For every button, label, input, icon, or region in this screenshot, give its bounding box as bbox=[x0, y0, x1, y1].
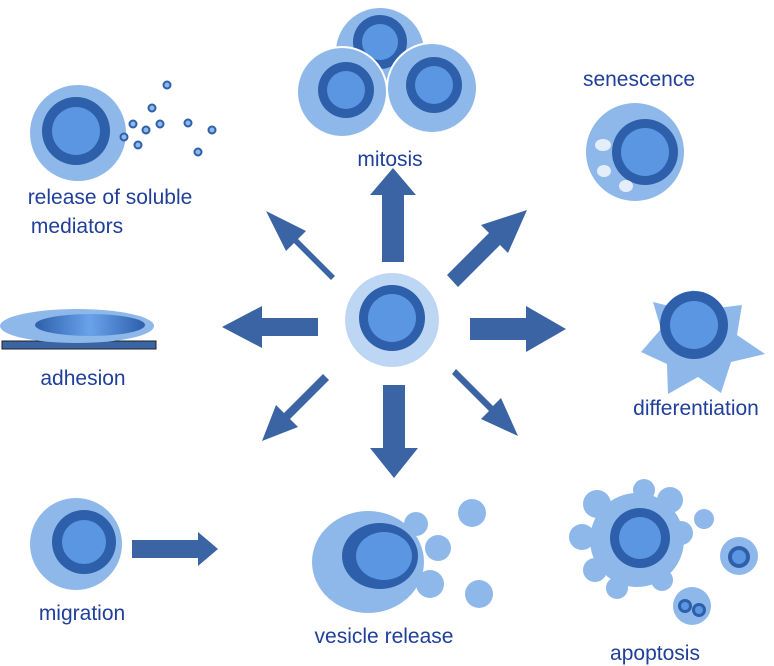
arrow-left bbox=[222, 306, 318, 348]
label-release-line2: mediators bbox=[31, 215, 123, 238]
label-vesicle-release: vesicle release bbox=[315, 625, 454, 648]
vacuole-icon bbox=[597, 165, 611, 177]
arrow-up bbox=[370, 168, 416, 262]
arrow-right bbox=[470, 306, 566, 352]
vesicles bbox=[458, 499, 493, 608]
label-release-line1: release of soluble bbox=[28, 186, 193, 209]
senescence-cell bbox=[586, 103, 684, 201]
vesicle-release-cell bbox=[312, 511, 451, 613]
apoptotic-bodies bbox=[673, 509, 758, 625]
migration-cell bbox=[30, 498, 122, 590]
arrow-migration bbox=[132, 532, 218, 566]
arrow-down-left bbox=[262, 374, 329, 441]
label-mitosis: mitosis bbox=[357, 148, 422, 171]
release-cell bbox=[30, 85, 126, 181]
arrow-down bbox=[370, 385, 418, 478]
differentiation-cell bbox=[641, 290, 765, 394]
mitosis-cells bbox=[296, 6, 478, 138]
label-apoptosis: apoptosis bbox=[610, 642, 700, 665]
vacuole-icon bbox=[619, 180, 633, 192]
soluble-mediator-dots bbox=[119, 80, 217, 157]
label-migration: migration bbox=[39, 602, 125, 625]
apoptosis-cell bbox=[569, 479, 693, 599]
label-senescence: senescence bbox=[583, 68, 695, 91]
label-adhesion: adhesion bbox=[40, 367, 125, 390]
central-cell bbox=[345, 273, 439, 367]
arrows bbox=[132, 168, 566, 566]
label-differentiation: differentiation bbox=[633, 397, 759, 420]
arrow-down-right bbox=[452, 369, 518, 436]
arrow-up-left bbox=[266, 211, 335, 280]
adhesion-cell bbox=[0, 309, 157, 350]
vacuole-icon bbox=[595, 139, 611, 151]
labels: mitosis release of soluble mediators sen… bbox=[28, 68, 759, 665]
arrow-up-right bbox=[447, 210, 527, 287]
